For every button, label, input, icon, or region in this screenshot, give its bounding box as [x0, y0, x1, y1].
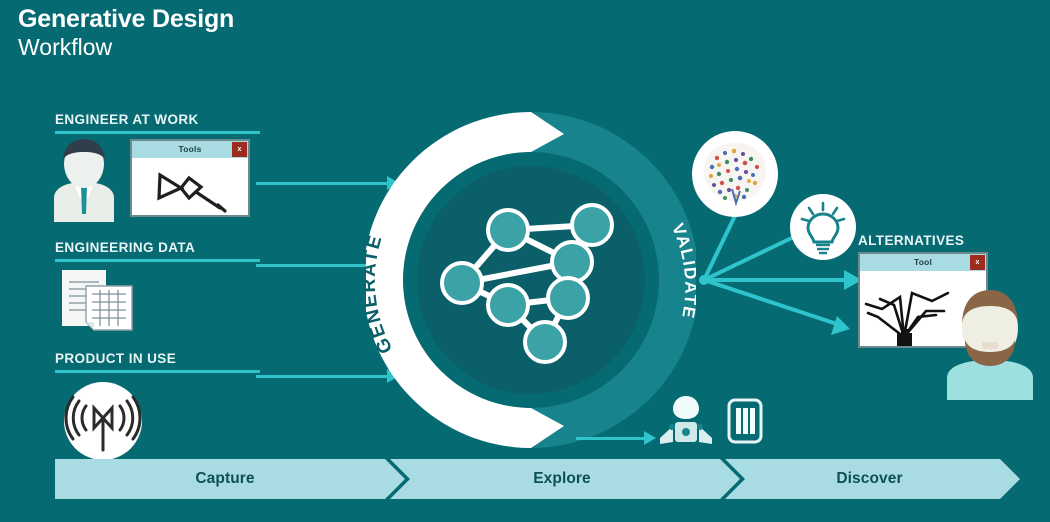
alt-window-titlebar: Tool x: [860, 254, 986, 271]
network-graph-icon: [440, 203, 614, 364]
lattice-material-icon: [727, 398, 763, 444]
source-engineer-at-work: ENGINEER AT WORK: [55, 112, 199, 127]
page-title: Generative Design Workflow: [18, 4, 234, 61]
arrow-cycle-to-robot: [576, 431, 656, 445]
idea-badge: [790, 194, 856, 260]
sketch-tool-icon: [157, 172, 227, 213]
robot-icon: [660, 396, 712, 444]
stage-label-explore: Explore: [533, 470, 591, 487]
generate-arc: [366, 112, 564, 448]
bearded-person-icon: [947, 290, 1033, 400]
lightbulb-icon: [800, 201, 846, 255]
source-rule-product: [55, 370, 260, 373]
documents-icon: [62, 270, 133, 331]
alternatives-sketch-icon: [864, 291, 950, 346]
brain-badge: [692, 131, 778, 217]
source-label-product: PRODUCT IN USE: [55, 351, 177, 366]
source-label-engineer: ENGINEER AT WORK: [55, 112, 199, 127]
source-rule-engineer: [55, 131, 260, 134]
stage-label-discover: Discover: [836, 470, 903, 487]
stage-explore[interactable]: Explore: [390, 459, 740, 499]
generate-validate-cycle: GENERATE VALIDATE: [366, 112, 696, 448]
title-main: Generative Design: [18, 5, 235, 33]
stage-label-capture: Capture: [195, 470, 255, 487]
tools-window-left[interactable]: Tools x: [130, 139, 250, 217]
tools-window-title: Tools: [178, 144, 202, 154]
product-in-use-badge: [64, 382, 142, 460]
process-stage-bar: Capture Explore Discover: [55, 459, 1020, 499]
stage-discover[interactable]: Discover: [725, 459, 1020, 499]
validate-arc: [531, 112, 696, 448]
fanout-hub: [699, 275, 709, 285]
source-rule-data: [55, 259, 260, 262]
source-label-data: ENGINEERING DATA: [55, 240, 196, 255]
brain-icon: [704, 143, 766, 207]
source-product-in-use: PRODUCT IN USE: [55, 351, 176, 366]
signal-broadcast-icon: [64, 395, 142, 452]
title-sub: Workflow: [18, 34, 113, 60]
alternatives-label: ALTERNATIVES: [858, 233, 965, 248]
tools-window-titlebar: Tools x: [132, 141, 248, 158]
alt-window-title: Tool: [913, 257, 933, 267]
alternatives-label-wrap: ALTERNATIVES: [858, 233, 964, 248]
close-icon[interactable]: x: [970, 255, 985, 270]
stage-capture[interactable]: Capture: [55, 459, 405, 499]
source-engineering-data: ENGINEERING DATA: [55, 240, 195, 255]
close-icon[interactable]: x: [232, 142, 247, 157]
engineer-icon: [54, 139, 114, 222]
